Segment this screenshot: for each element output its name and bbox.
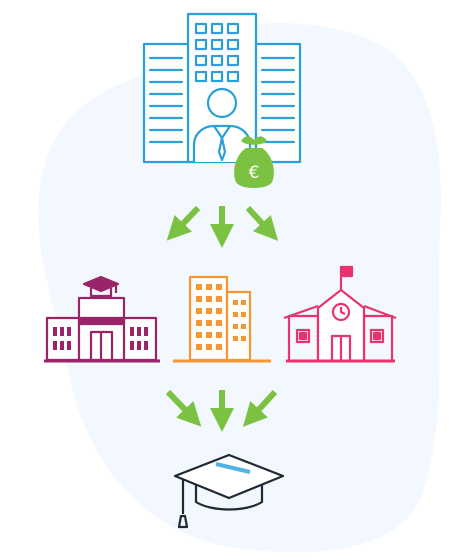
building-windows <box>194 22 240 83</box>
university-windows <box>53 327 148 350</box>
arrow-from-school <box>242 389 278 427</box>
side-wing-stripes <box>148 56 296 144</box>
arrow-to-university <box>166 205 201 241</box>
top-arrows <box>166 205 279 248</box>
euro-symbol: € <box>249 163 260 183</box>
university-cap-icon <box>82 275 120 298</box>
bottom-arrows <box>165 389 278 432</box>
university-building-icon <box>44 275 160 363</box>
graduation-cap-icon <box>173 453 285 529</box>
arrow-from-university <box>165 389 202 427</box>
tower-windows <box>196 284 246 350</box>
school-building-icon <box>283 265 397 363</box>
background-blob <box>38 23 441 553</box>
office-tower-icon <box>173 275 271 363</box>
arrow-to-school <box>245 205 279 241</box>
euro-money-bag-icon: € <box>234 136 274 188</box>
